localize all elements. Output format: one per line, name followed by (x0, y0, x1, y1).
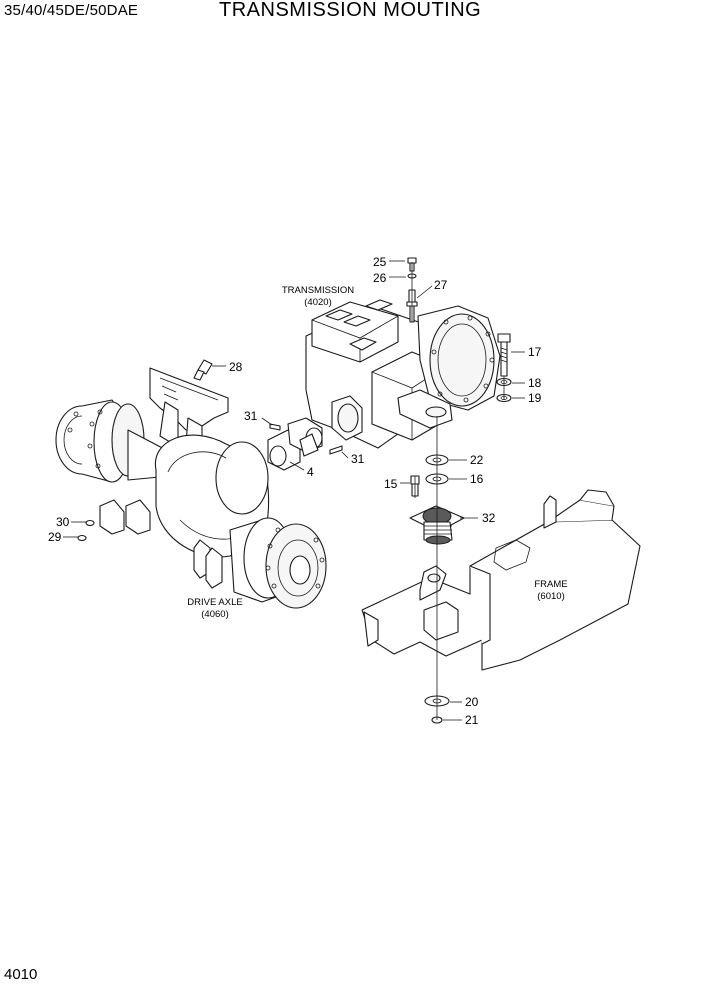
hardware (77, 257, 512, 724)
transmission-code: (4020) (304, 297, 331, 308)
callout-31-upper: 31 (244, 409, 258, 423)
callout-26: 26 (373, 271, 387, 285)
callout-32: 32 (482, 511, 496, 525)
transmission-label: TRANSMISSION (282, 285, 354, 296)
callout-15: 15 (384, 477, 398, 491)
callout-31-lower: 31 (351, 452, 365, 466)
callout-27: 27 (434, 278, 448, 292)
callout-4: 4 (307, 465, 314, 479)
callout-25: 25 (373, 255, 387, 269)
callout-30: 30 (56, 515, 70, 529)
callout-22: 22 (470, 453, 484, 467)
callout-18: 18 (528, 376, 542, 390)
callout-20: 20 (465, 695, 479, 709)
drive-axle-assembly (55, 367, 327, 609)
frame-code: (6010) (537, 591, 564, 602)
callout-19: 19 (528, 391, 542, 405)
page-title: TRANSMISSION MOUTING (219, 0, 482, 21)
callout-17: 17 (528, 345, 542, 359)
callout-29: 29 (48, 530, 62, 544)
frame-label: FRAME (534, 579, 567, 590)
transmission-assembly (305, 299, 501, 449)
model-code: 35/40/45DE/50DAE (4, 2, 139, 19)
universal-joint (267, 417, 323, 471)
callout-16: 16 (470, 472, 484, 486)
page-number: 4010 (4, 966, 38, 983)
drive-axle-code: (4060) (201, 609, 228, 620)
drive-axle-label: DRIVE AXLE (187, 597, 242, 608)
frame-assembly (361, 489, 641, 671)
callout-28: 28 (229, 360, 243, 374)
leader-lines (63, 260, 525, 721)
callout-21: 21 (465, 713, 479, 727)
